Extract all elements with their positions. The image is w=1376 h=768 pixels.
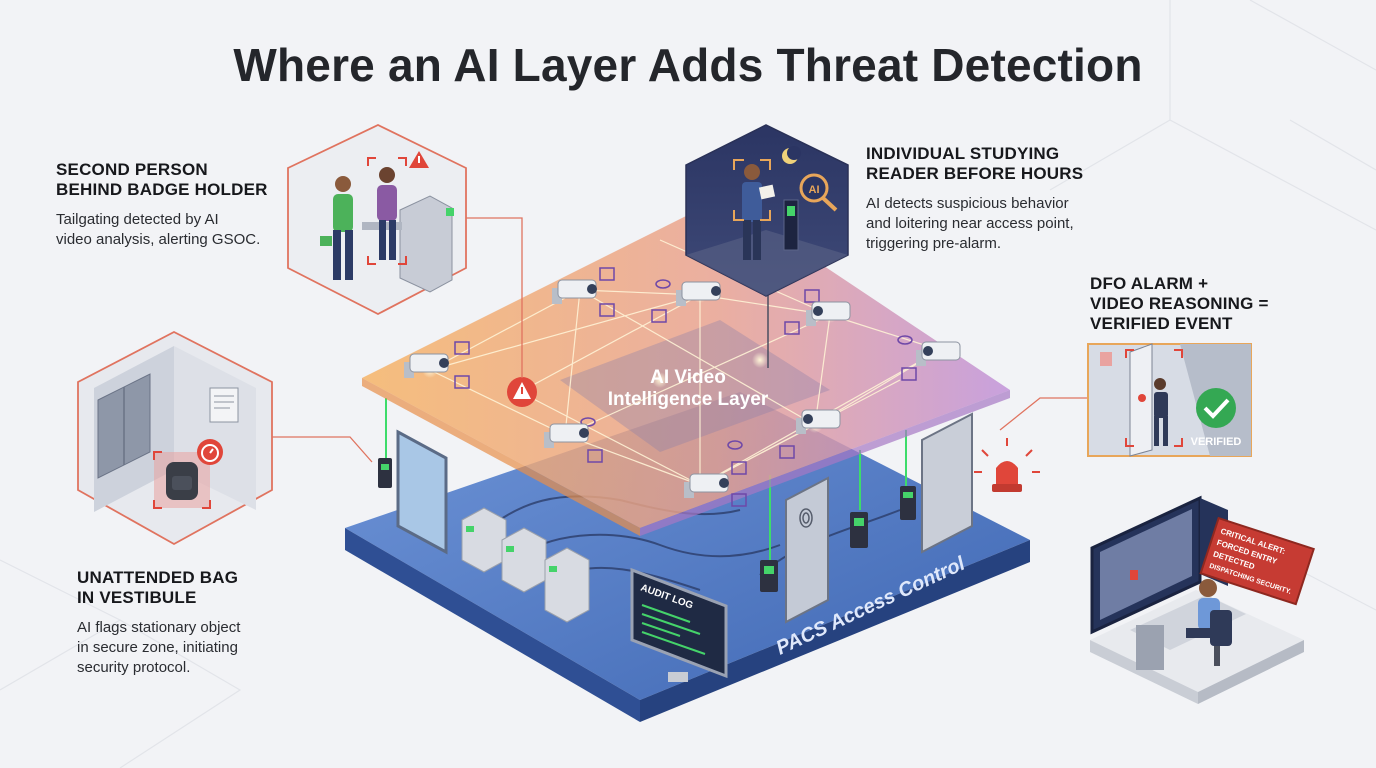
security-camera-icon — [404, 279, 961, 498]
secure-door-right — [900, 412, 973, 554]
ai-magnifier-icon: AI — [799, 173, 838, 212]
audit-log-monitor: AUDIT LOG — [630, 567, 728, 682]
callout-tailgating-heading: SECOND PERSON BEHIND BADGE HOLDER — [56, 160, 268, 199]
moon-icon — [782, 146, 801, 164]
unattended-bag-scene — [77, 330, 273, 546]
fingerprint-door — [760, 476, 868, 624]
check-icon — [1196, 388, 1236, 428]
alarm-beacon-icon — [974, 438, 1040, 492]
warning-triangle-icon — [507, 377, 537, 407]
timer-icon — [197, 439, 223, 465]
warning-triangle-icon — [409, 151, 429, 168]
callout-bag-heading: UNATTENDED BAG IN VESTIBULE — [77, 568, 239, 607]
tailgating-scene — [287, 124, 467, 316]
dfo-verified-scene: VERIFIED — [1087, 343, 1252, 457]
callout-loitering: INDIVIDUAL STUDYING READER BEFORE HOURS … — [866, 144, 1126, 254]
callout-dfo: DFO ALARM + VIDEO REASONING = VERIFIED E… — [1090, 274, 1330, 334]
callout-bag-desc: AI flags stationary object in secure zon… — [77, 619, 241, 676]
glass-door — [378, 429, 448, 555]
fingerprint-icon — [799, 508, 813, 528]
page-title: Where an AI Layer Adds Threat Detection — [233, 39, 1143, 91]
callout-connectors — [272, 217, 1088, 463]
svg-text:AI: AI — [809, 184, 820, 196]
uplink-lines — [385, 398, 907, 560]
callout-tailgating-desc: Tailgating detected by AI video analysis… — [56, 211, 261, 248]
verified-badge: VERIFIED — [1191, 436, 1242, 448]
callout-tailgating: SECOND PERSON BEHIND BADGE HOLDER Tailga… — [56, 160, 286, 250]
ai-layer-label-line1: AI Video — [650, 367, 726, 388]
turnstiles — [461, 507, 590, 623]
ai-video-layer: AI Video Intelligence Layer — [362, 198, 1010, 536]
loitering-scene: AI — [685, 124, 849, 297]
callout-bag: UNATTENDED BAG IN VESTIBULE AI flags sta… — [77, 568, 307, 678]
callout-loitering-desc: AI detects suspicious behavior and loite… — [866, 195, 1074, 252]
ai-layer-label-line2: Intelligence Layer — [608, 389, 769, 410]
callout-loitering-heading: INDIVIDUAL STUDYING READER BEFORE HOURS — [866, 144, 1084, 183]
pacs-platform — [345, 392, 1030, 722]
gsoc-operator-scene: CRITICAL ALERT: FORCED ENTRY DETECTED DI… — [1090, 495, 1315, 704]
callout-dfo-heading: DFO ALARM + VIDEO REASONING = VERIFIED E… — [1090, 274, 1269, 333]
